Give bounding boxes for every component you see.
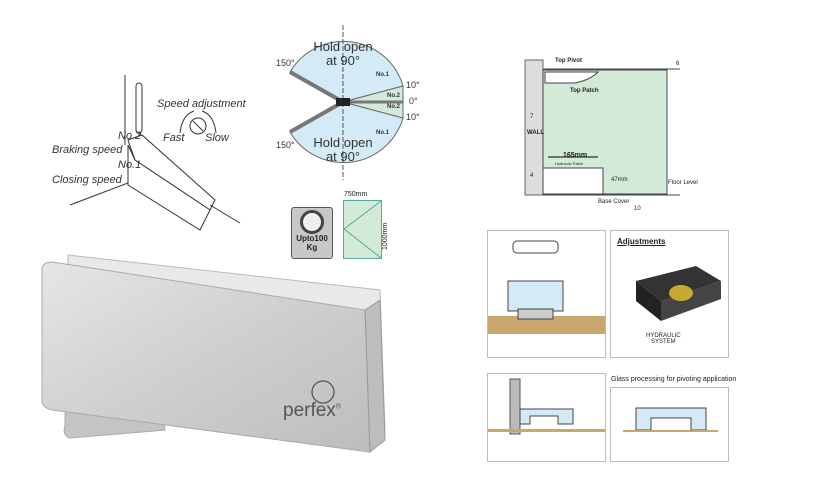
dim-7: 7 <box>530 114 534 120</box>
angle-150-lower: 150° <box>276 140 295 150</box>
installation-diagram-drawing <box>524 59 680 196</box>
base-cover-label: Base Cover <box>598 199 630 205</box>
weight-line2: Kg <box>306 243 318 252</box>
hydraulic-line2: SYSTEM <box>651 339 676 345</box>
braking-speed-label: Braking speed <box>52 144 123 156</box>
fast-label: Fast <box>163 132 185 144</box>
dimension-drawing-panel <box>487 230 606 358</box>
wall-section-panel <box>487 373 606 462</box>
closer-sketch-drawing <box>69 75 241 231</box>
no2-label: No.2 <box>118 130 142 142</box>
wall-label: WALL <box>527 130 544 136</box>
no1-lower: No.1 <box>376 130 390 136</box>
top-patch-label: Top Patch <box>570 88 599 94</box>
floor-spring-product-image <box>41 254 386 454</box>
hydraulic-line1: HYDRAULIC <box>646 333 681 339</box>
angle-diagram-drawing <box>289 25 404 180</box>
hold-open-line2: at 90° <box>325 53 361 68</box>
hold-open-line1: Hold open <box>313 135 373 150</box>
slow-label: Slow <box>205 132 229 144</box>
dim-47: 47mm <box>611 177 628 183</box>
scale-dial-icon <box>300 210 324 234</box>
top-pivot-label: Top Pivot <box>555 58 582 64</box>
angle-150-upper: 150° <box>276 58 295 68</box>
brand-name: perfex® <box>283 400 341 422</box>
angle-10-upper: 10° <box>406 80 420 90</box>
glass-processing-drawing <box>623 407 718 432</box>
adjustments-title: Adjustments <box>617 237 666 246</box>
hydraulic-patch-label: Hydraulic Patch <box>555 161 584 166</box>
dim-165: 165mm <box>563 152 588 159</box>
dimension-drawing <box>488 240 605 334</box>
door-size-icon <box>343 200 382 259</box>
dim-4: 4 <box>530 173 534 179</box>
no2-upper: No.2 <box>387 93 401 99</box>
dim-10: 10 <box>634 206 641 212</box>
brand-text: perfex <box>283 400 336 421</box>
closing-speed-label: Closing speed <box>52 174 122 186</box>
glass-processing-panel <box>610 387 729 462</box>
angle-10-lower: 10° <box>406 112 420 122</box>
dim-6: 6 <box>676 61 680 67</box>
mechanism-cutaway-image <box>636 266 721 321</box>
door-width-label: 750mm <box>344 191 368 198</box>
hold-open-line2: at 90° <box>325 149 361 164</box>
no2-lower: No.2 <box>387 104 401 110</box>
registered-mark: ® <box>335 403 341 411</box>
no1-upper: No.1 <box>376 72 390 78</box>
speed-adjustment-label: Speed adjustment <box>157 98 246 110</box>
floor-level-label: Floor Level <box>668 180 698 186</box>
perfex-logo-icon <box>311 380 335 404</box>
hold-open-line1: Hold open <box>313 39 373 54</box>
no1-label: No.1 <box>118 159 142 171</box>
wall-section-drawing <box>488 378 605 435</box>
weight-line1: Upto100 <box>296 234 328 243</box>
weight-capacity-icon: Upto100 Kg <box>291 207 333 259</box>
glass-processing-title: Glass processing for pivoting applicatio… <box>611 376 737 383</box>
angle-0: 0° <box>409 96 418 106</box>
